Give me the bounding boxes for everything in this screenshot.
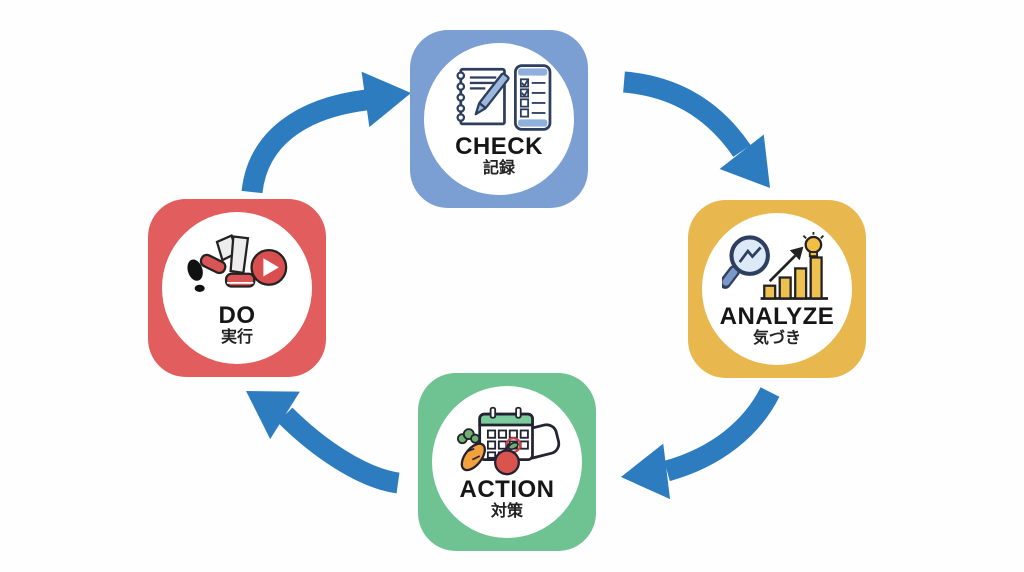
smartphone-checklist-icon — [514, 63, 552, 131]
magnifier-icon — [722, 235, 770, 289]
node-analyze: ANALYZE 気づき — [688, 200, 866, 378]
walking-legs-icon — [199, 233, 256, 288]
footprint-icon — [187, 259, 205, 292]
node-do-circle: DO 実行 — [162, 212, 312, 364]
node-action-label: ACTION — [459, 475, 555, 503]
node-check-circle: CHECK 記録 — [424, 43, 574, 195]
node-action-circle: ACTION 対策 — [432, 386, 582, 538]
node-check: CHECK 記録 — [410, 30, 588, 208]
carrot-icon — [456, 427, 486, 471]
node-do: DO 実行 — [148, 199, 326, 377]
arrow-do-to-check — [241, 71, 411, 194]
lightbulb-icon — [802, 231, 825, 257]
arrow-analyze-to-action — [621, 387, 780, 500]
arrow-check-to-analyze — [622, 71, 770, 188]
node-do-sublabel: 実行 — [220, 328, 253, 346]
node-do-label: DO — [218, 301, 256, 329]
play-button-icon — [250, 248, 288, 286]
node-analyze-label: ANALYZE — [719, 302, 835, 330]
node-check-sublabel: 記録 — [482, 159, 515, 177]
node-action: ACTION 対策 — [418, 373, 596, 551]
apple-icon — [494, 441, 520, 476]
bar-chart-rising-arrow-icon — [760, 246, 828, 300]
node-check-label: CHECK — [455, 132, 543, 160]
notebook-pen-icon — [456, 67, 510, 125]
calendar-icon — [478, 406, 534, 461]
action-icons — [456, 406, 561, 476]
analyze-icons — [722, 231, 828, 300]
node-action-sublabel: 対策 — [490, 502, 523, 520]
do-icons — [187, 233, 288, 292]
node-analyze-circle: ANALYZE 気づき — [702, 213, 852, 365]
check-icons — [456, 63, 552, 131]
node-analyze-sublabel: 気づき — [752, 329, 801, 347]
arrow-action-to-do — [246, 391, 400, 494]
